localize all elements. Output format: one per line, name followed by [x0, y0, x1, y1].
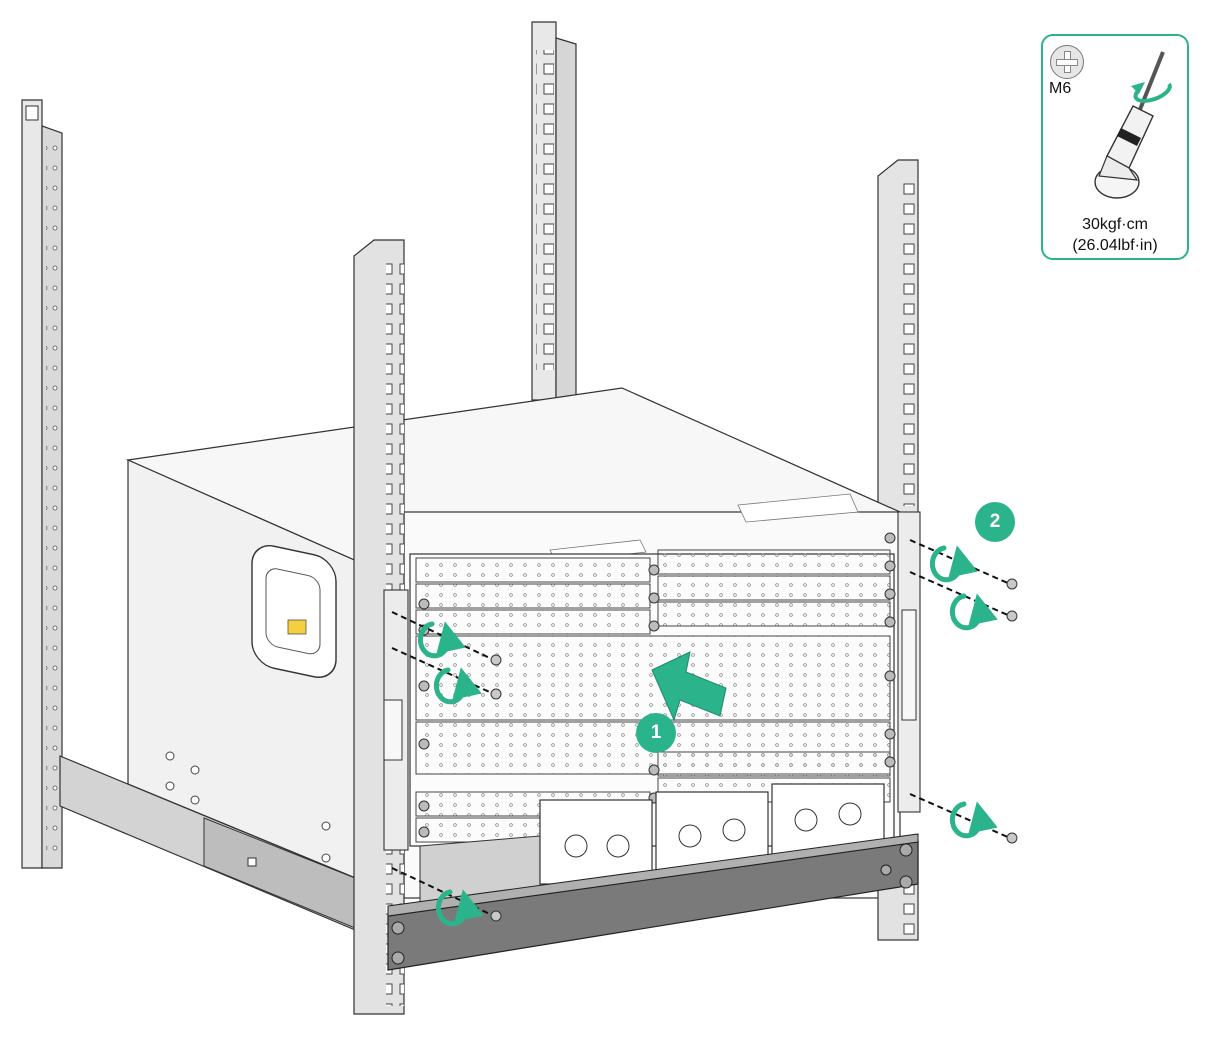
mounting-bracket-right: [897, 511, 921, 813]
rack-post-back-right: [877, 159, 919, 521]
support-tray: [387, 833, 919, 971]
chassis-side-handle: [251, 545, 337, 678]
screw-size-label: M6: [1049, 80, 1072, 97]
step-1-badge: 1: [636, 713, 676, 753]
rack-post-back-left: [21, 99, 63, 869]
step-2-badge: 2: [975, 502, 1015, 542]
insert-direction-arrow: [651, 651, 727, 722]
torque-legend: M6 30kgf·cm (26.04lbf·in): [1041, 34, 1189, 260]
rotation-arrow-icon: [1133, 82, 1172, 103]
torque-screwdriver-icon: [1094, 51, 1172, 199]
rack-post-back-center: [531, 21, 577, 401]
rotation-arrows: [417, 545, 998, 927]
phillips-screw-head-icon: [1050, 45, 1084, 79]
screw-heads: [490, 578, 1018, 922]
chassis-side-holes: [165, 751, 331, 863]
torque-imperial-label: (26.04lbf·in): [1072, 237, 1158, 254]
mounting-bracket-left: [383, 589, 409, 851]
torque-metric-label: 30kgf·cm: [1082, 216, 1148, 233]
